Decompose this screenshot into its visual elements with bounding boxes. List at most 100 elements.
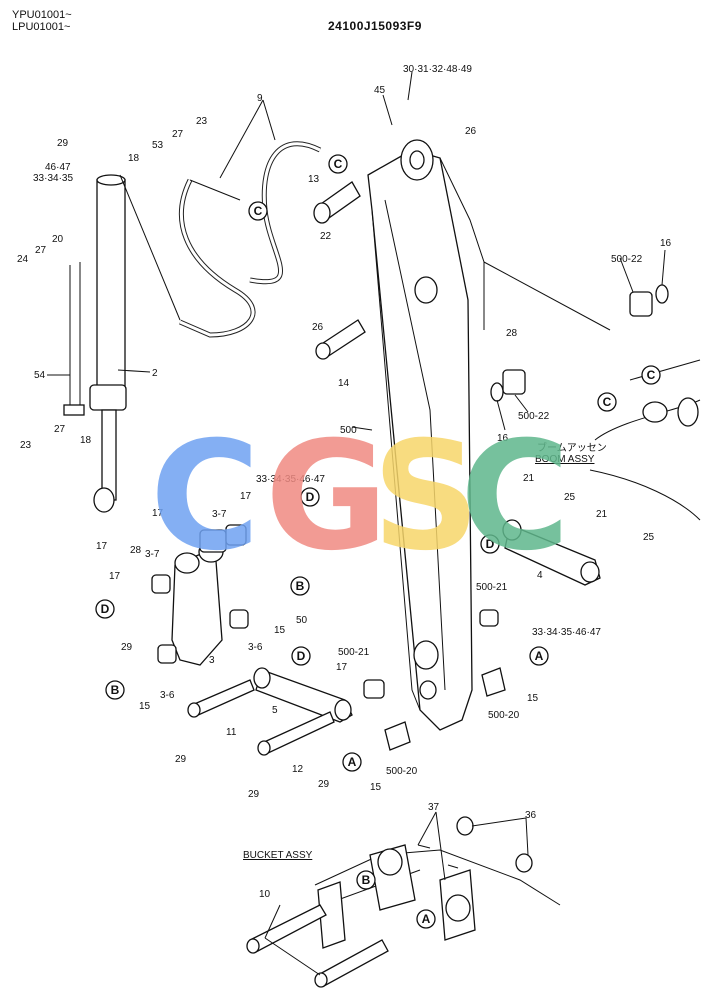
part-label: 500-21: [476, 582, 508, 593]
boom-assy-jp-label: ブームアッセン: [537, 441, 607, 454]
svg-text:C: C: [254, 204, 263, 218]
callout-circle: A: [416, 909, 436, 929]
callout-circle: D: [291, 646, 311, 666]
part-label: 29: [248, 789, 260, 800]
part-label: 14: [338, 378, 350, 389]
hydraulic-hoses: [119, 141, 322, 338]
callout-circle: B: [290, 576, 310, 596]
callout-circle: C: [597, 392, 617, 412]
part-label: 25: [564, 492, 576, 503]
part-label: 9: [257, 93, 263, 104]
part-label: 3-7: [145, 549, 160, 560]
part-label: 13: [308, 174, 320, 185]
part-label: 53: [152, 140, 164, 151]
leader-lines: [47, 71, 666, 976]
part-label: 11: [226, 727, 237, 738]
part-label: 29: [318, 779, 330, 790]
part-label: 46·47: [45, 162, 71, 173]
part-label: 30·31·32·48·49: [403, 64, 472, 75]
boom-assy-sketch: [589, 359, 701, 521]
part-label: 29: [121, 642, 133, 653]
bucket-assy: [246, 816, 561, 988]
part-label: 33·34·35·46·47: [532, 627, 601, 638]
part-label: 16: [660, 238, 672, 249]
watermark-letter: G: [265, 410, 388, 584]
part-label: 26: [312, 322, 324, 333]
part-label: 28: [506, 328, 518, 339]
callout-circle: A: [529, 646, 549, 666]
part-label: 21: [596, 509, 608, 520]
bushings-500-20-21: [363, 609, 506, 751]
bushings-500-22: [490, 284, 669, 402]
svg-text:A: A: [422, 912, 431, 926]
callout-circle: B: [105, 680, 125, 700]
part-label: 37: [428, 802, 440, 813]
pins-13-14: [313, 181, 366, 360]
part-label: 2: [152, 368, 158, 379]
callout-circle: D: [480, 534, 500, 554]
part-label: 33·34·35: [33, 173, 73, 184]
part-label: 45: [374, 85, 386, 96]
part-label: 3: [209, 655, 215, 666]
part-label: 25: [643, 532, 655, 543]
part-label: 33·34·35·46·47: [256, 474, 325, 485]
svg-text:B: B: [362, 873, 371, 887]
svg-text:C: C: [647, 368, 656, 382]
part-label: 22: [320, 231, 332, 242]
svg-text:C: C: [334, 157, 343, 171]
part-number-labels: 29 53 27 23 18 46·47 33·34·35 9 45 30·31…: [17, 64, 672, 900]
boom-cylinder: [63, 174, 127, 513]
svg-text:A: A: [535, 649, 544, 663]
serial-range-2: LPU01001~: [12, 21, 70, 33]
boom-assy-label: BOOM ASSY: [535, 454, 595, 465]
part-label: 15: [527, 693, 539, 704]
part-label: 50: [296, 615, 308, 626]
part-label: 18: [128, 153, 140, 164]
part-label: 500-20: [386, 766, 418, 777]
part-label: 500-21: [338, 647, 370, 658]
part-label: 3-6: [248, 642, 263, 653]
part-label: 500: [340, 425, 357, 436]
part-label: 4: [537, 570, 543, 581]
part-label: 17: [336, 662, 348, 673]
watermark-letter: S: [372, 410, 480, 584]
drawing-code: 24100J15093F9: [328, 19, 422, 33]
part-label: 26: [465, 126, 477, 137]
callout-circle: C: [641, 365, 661, 385]
part-label: 3-7: [212, 509, 227, 520]
callout-circle: C: [248, 201, 268, 221]
svg-text:A: A: [348, 755, 357, 769]
callout-letters: C C C C D D D D D B B B A A A: [95, 154, 661, 929]
part-label: 15: [274, 625, 286, 636]
part-label: 10: [259, 889, 271, 900]
part-label: 17: [152, 508, 164, 519]
svg-text:D: D: [486, 537, 495, 551]
part-label: 17: [109, 571, 121, 582]
part-label: 5: [272, 705, 278, 716]
part-label: 12: [292, 764, 304, 775]
watermark-letter: C: [460, 410, 570, 584]
callout-circle: C: [328, 154, 348, 174]
svg-text:B: B: [111, 683, 120, 697]
part-label: 15: [139, 701, 151, 712]
link-3: [151, 524, 249, 666]
part-label: 500-20: [488, 710, 520, 721]
part-label: 54: [34, 370, 46, 381]
link-5: [253, 667, 353, 723]
pins-11-12: [187, 679, 335, 756]
svg-text:D: D: [306, 490, 315, 504]
boom-arm: [367, 139, 611, 731]
part-label: 36: [525, 810, 537, 821]
svg-text:B: B: [296, 579, 305, 593]
part-label: 3-6: [160, 690, 175, 701]
part-label: 17: [96, 541, 108, 552]
part-label: 27: [172, 129, 184, 140]
part-label: 23: [20, 440, 32, 451]
part-label: 17: [240, 491, 252, 502]
serial-range-1: YPU01001~: [12, 9, 72, 21]
part-label: 24: [17, 254, 29, 265]
part-label: 21: [523, 473, 535, 484]
part-label: 20: [52, 234, 64, 245]
